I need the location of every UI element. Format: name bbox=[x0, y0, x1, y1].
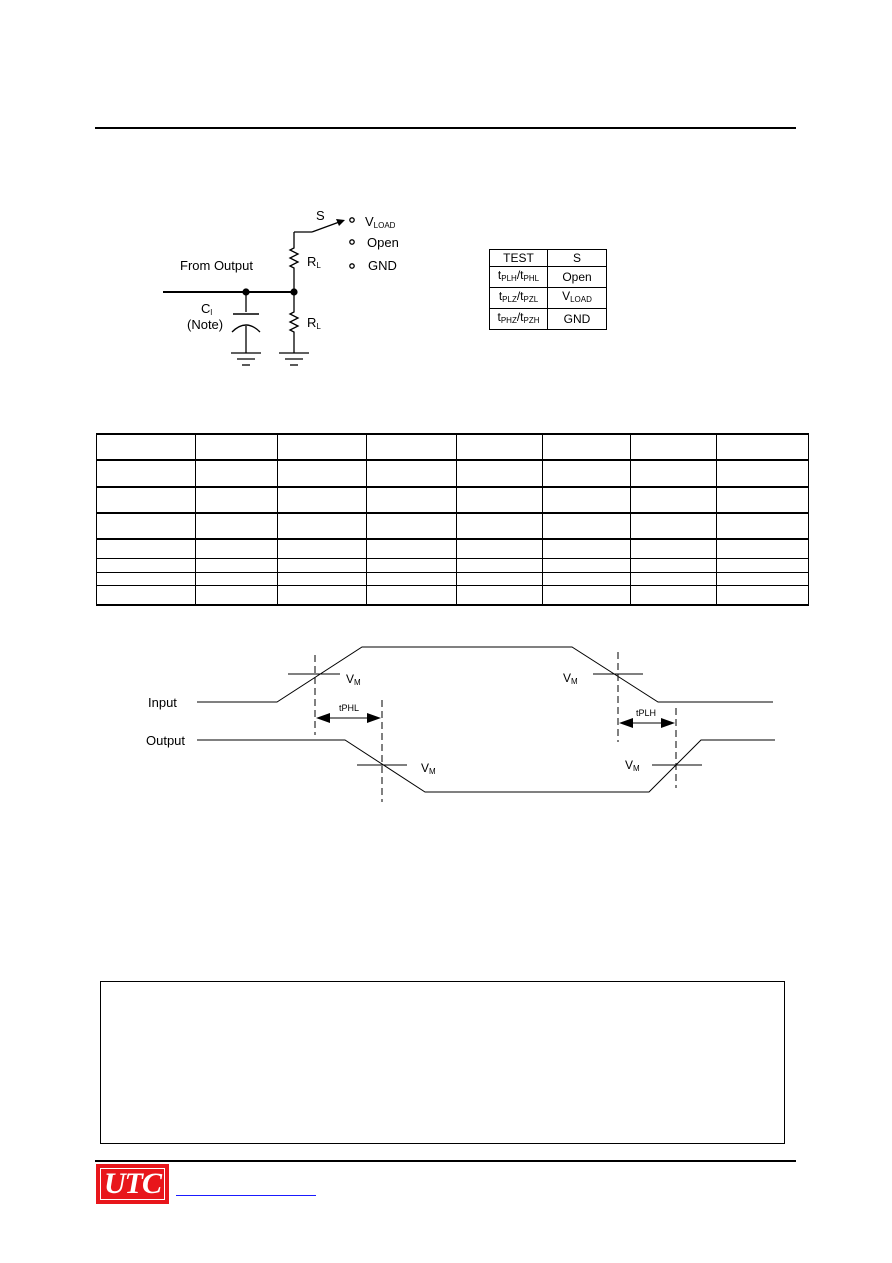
grid-row bbox=[96, 459, 809, 488]
vm-label: VM bbox=[563, 671, 578, 686]
terminal-gnd bbox=[349, 263, 355, 269]
switch-arm bbox=[311, 220, 343, 233]
timing-diagram: Input Output VM VM VM VM tPHL tPLH bbox=[146, 646, 775, 802]
junction-dot bbox=[290, 288, 298, 296]
vm-label: VM bbox=[421, 761, 436, 776]
s-cell: Open bbox=[547, 266, 607, 288]
cl-label: Cl bbox=[201, 301, 212, 317]
grid-row bbox=[96, 485, 809, 514]
test-cell: tPHZ/tPZH bbox=[489, 308, 548, 330]
s-cell: VLOAD bbox=[547, 287, 607, 309]
rl-lower-label: RL bbox=[307, 315, 321, 331]
grid-row bbox=[96, 558, 809, 573]
grid-row bbox=[96, 538, 809, 560]
test-cell: tPLH/tPHL bbox=[489, 266, 548, 288]
from-output-label: From Output bbox=[180, 258, 253, 273]
test-cell: tPLZ/tPZL bbox=[489, 287, 548, 309]
output-label: Output bbox=[146, 733, 185, 748]
vm-label: VM bbox=[625, 758, 640, 773]
parameter-grid bbox=[96, 432, 809, 606]
website-link[interactable] bbox=[176, 1195, 316, 1196]
grid-row bbox=[96, 584, 809, 606]
grid-row bbox=[96, 511, 809, 540]
upper-resistor bbox=[288, 246, 300, 270]
test-circuit-diagram: S VLOAD Open GND From Output RL RL Cl (N… bbox=[163, 208, 399, 366]
switch-label: S bbox=[316, 208, 325, 223]
note-label: (Note) bbox=[187, 317, 223, 332]
terminal-vload bbox=[349, 217, 355, 223]
gnd-label: GND bbox=[368, 258, 397, 273]
open-label: Open bbox=[367, 235, 399, 250]
input-waveform bbox=[197, 646, 773, 703]
grid-row bbox=[96, 432, 809, 461]
output-waveform bbox=[197, 739, 775, 793]
lower-resistor bbox=[288, 310, 300, 334]
tphl-label: tPHL bbox=[339, 703, 359, 713]
notes-box bbox=[100, 981, 785, 1144]
vm-label: VM bbox=[346, 672, 361, 687]
logo-text: UTC bbox=[104, 1167, 162, 1200]
s-header: S bbox=[547, 249, 607, 267]
rl-upper-label: RL bbox=[307, 254, 321, 270]
grid-row bbox=[96, 571, 809, 586]
input-label: Input bbox=[148, 695, 177, 710]
s-cell: GND bbox=[547, 308, 607, 330]
capacitor-curved-plate bbox=[231, 324, 261, 333]
junction-dot bbox=[242, 288, 250, 296]
switch-arrowhead bbox=[336, 219, 345, 226]
terminal-open bbox=[349, 239, 355, 245]
test-header: TEST bbox=[489, 249, 548, 267]
footer-rule bbox=[95, 1160, 796, 1162]
tplh-label: tPLH bbox=[636, 708, 656, 718]
vload-label: VLOAD bbox=[365, 214, 396, 230]
test-switch-table: TEST S tPLH/tPHL Open tPLZ/tPZL VLOAD tP… bbox=[489, 249, 607, 330]
header-rule bbox=[95, 127, 796, 129]
utc-logo: UTC bbox=[96, 1164, 169, 1204]
